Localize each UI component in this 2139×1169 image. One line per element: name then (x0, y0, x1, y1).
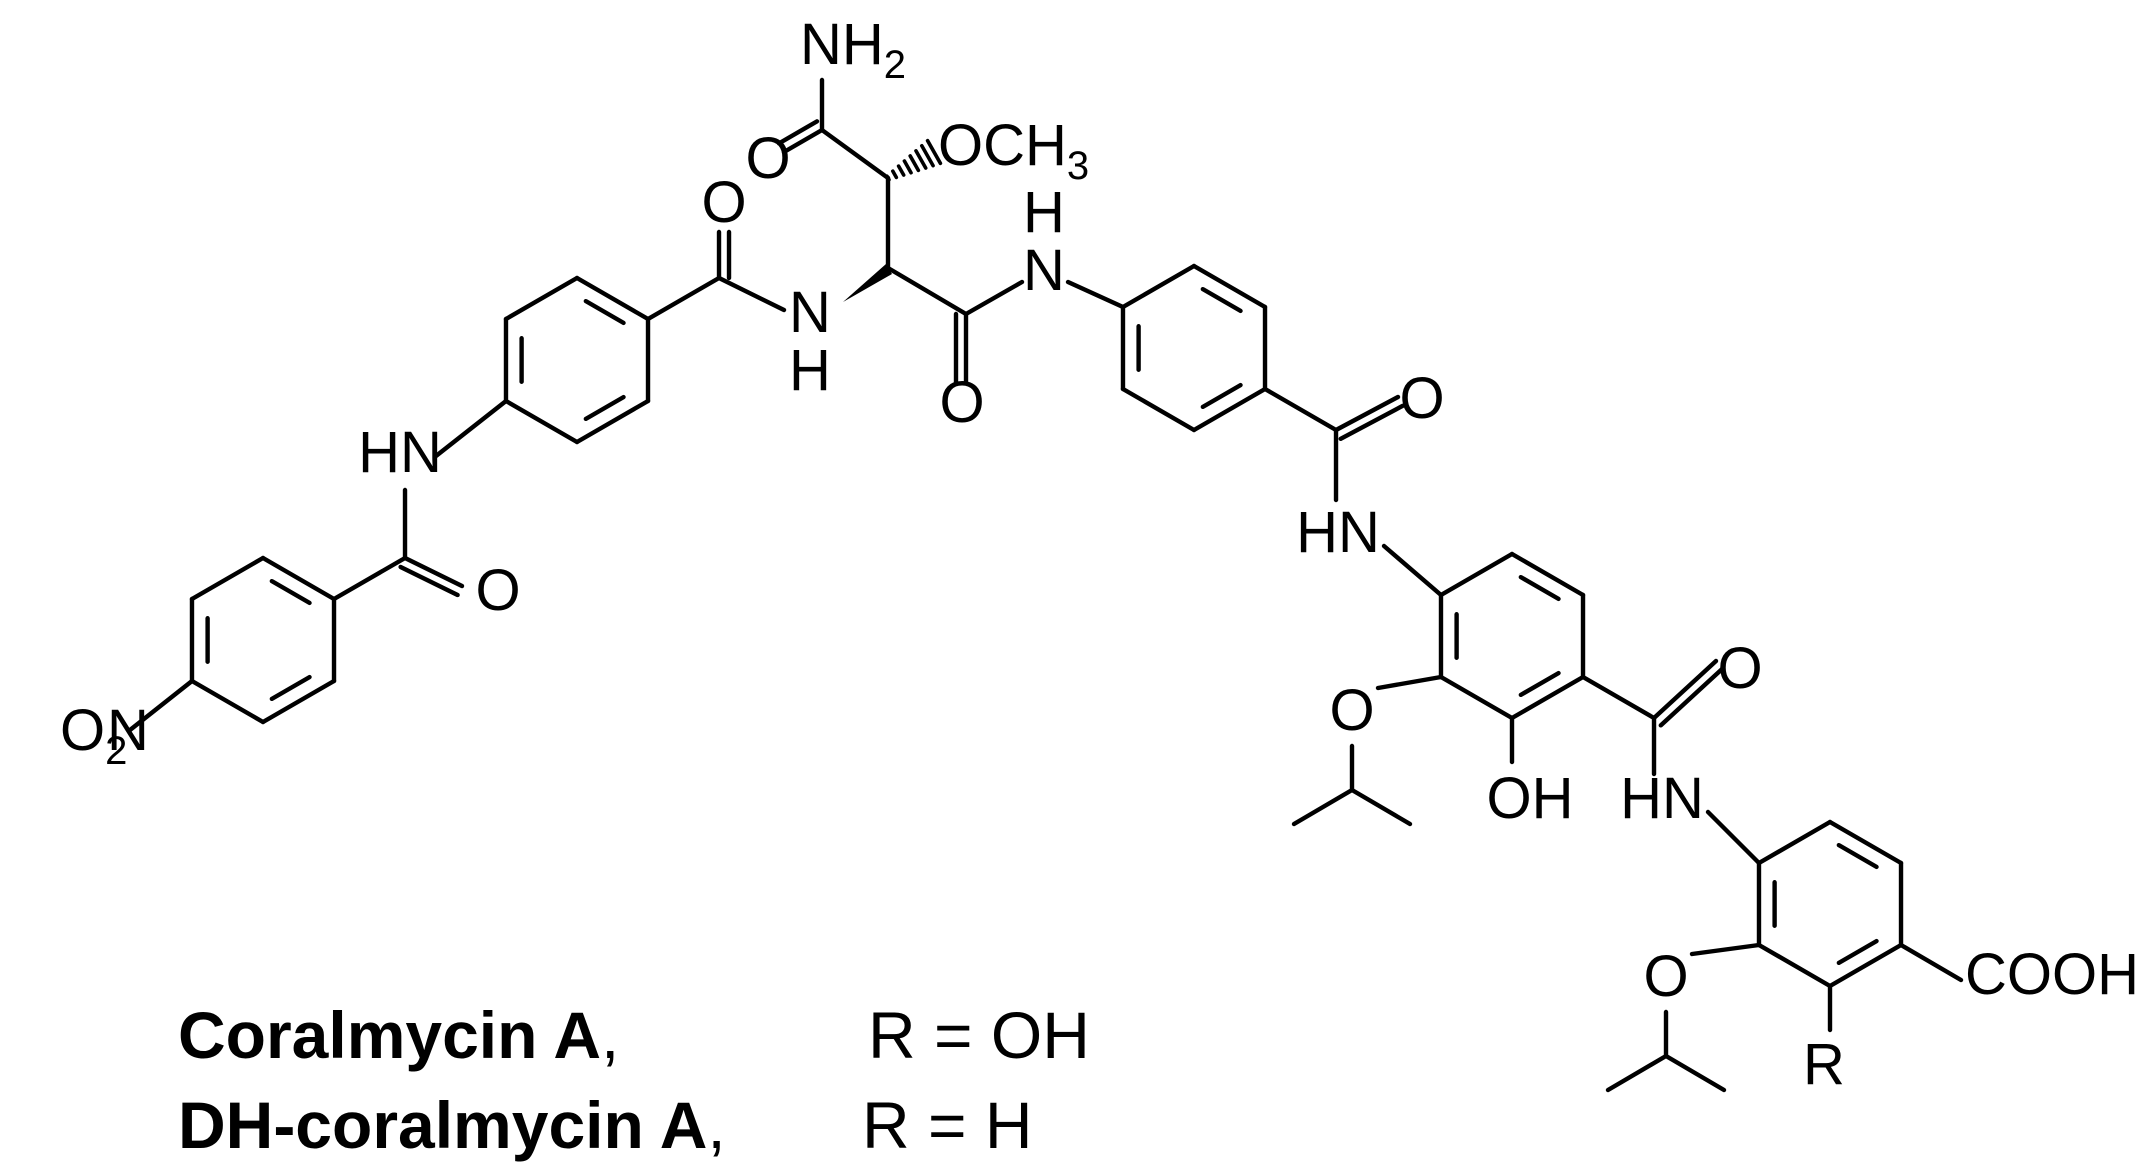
o2n-label: O2 (60, 698, 127, 773)
bond-c-o-5 (1333, 394, 1401, 433)
o-label-2: O (701, 170, 746, 235)
ring-c-inner-bond (1200, 382, 1243, 410)
bond-nh-ring-c (1065, 279, 1126, 310)
bond-c-o-1 (398, 564, 460, 598)
h-label-amide-4: H (1023, 180, 1065, 245)
ring-e-inner-bond (1836, 842, 1879, 870)
bond-ipr-me1 (1291, 787, 1355, 827)
ring-a-bond (260, 678, 337, 725)
ring-b-bond (503, 275, 580, 322)
hn-label-1: HN (358, 420, 442, 485)
o-label-4: O (939, 370, 984, 435)
bond-c-o-3 (781, 127, 825, 155)
ring-c-inner-bond (1200, 286, 1243, 314)
ring-c-bond (1120, 263, 1197, 310)
bond-nh-ring-b (433, 398, 509, 459)
ring-b-inner-bond (583, 298, 626, 326)
ring-d-inner-bond (1518, 574, 1561, 602)
wedge-bond-alpha (843, 264, 892, 302)
bond-ring-d-carbonyl (1580, 674, 1657, 721)
o-label-5: O (1399, 366, 1444, 431)
och3-label: OCH3 (938, 113, 1089, 188)
bond-c-o-3 (776, 119, 820, 146)
o-label-ipr-1: O (1329, 678, 1374, 743)
bond-c-n-4 (963, 279, 1025, 317)
o-label-ipr-2: O (1643, 944, 1688, 1009)
bond-ipr-me2 (1349, 787, 1413, 827)
ring-b-bond (503, 398, 580, 445)
r-label: R (1803, 1032, 1845, 1097)
bond-ring-e-o (1689, 942, 1762, 957)
ring-e-inner-bond (1836, 938, 1879, 966)
caption-rgroup-1: R = OH (868, 998, 1090, 1072)
ring-b-bond (574, 275, 651, 322)
bond-ipr2-me2 (1663, 1053, 1727, 1093)
ring-a-bond (189, 555, 266, 602)
ring-b-inner-bond (583, 394, 626, 422)
bond-ring-d-o (1375, 674, 1444, 691)
ring-c-bond (1191, 386, 1268, 433)
bond-alpha-carbonyl (885, 265, 969, 317)
ring-d-bond (1509, 674, 1586, 721)
ring-a-inner-bond (269, 578, 312, 606)
bond-beta-carbonyl (819, 127, 891, 181)
ring-d-bond (1438, 674, 1515, 721)
cooh-label: COOH (1965, 942, 2139, 1007)
bond-ring-e-cooh (1898, 942, 1964, 983)
ring-e-bond (1827, 819, 1904, 866)
ring-e-bond (1756, 819, 1833, 866)
ring-c-bond (1191, 263, 1268, 310)
ring-d-bond (1438, 551, 1515, 598)
nitro-n-label: N (107, 698, 149, 763)
o-label-1: O (475, 558, 520, 623)
captions: Coralmycin A, R = OH DH-coralmycin A, R = H (178, 998, 1090, 1162)
o-label-6: O (1717, 636, 1762, 701)
ring-b-bond (574, 398, 651, 445)
hn-label-5: HN (1296, 500, 1380, 565)
bond-c-o-5 (1338, 403, 1405, 442)
ring-e-bond (1827, 942, 1904, 989)
ring-d-inner-bond (1518, 670, 1561, 698)
hn-label-6: HN (1620, 766, 1704, 831)
caption-rgroup-2: R = H (862, 1088, 1033, 1162)
caption-2: DH-coralmycin A, (178, 1088, 726, 1162)
ring-a-inner-bond (269, 674, 312, 702)
bond-c-o-6 (1658, 666, 1725, 728)
bond-ring-b-carbonyl (645, 275, 722, 322)
bond-ipr2-me1 (1605, 1053, 1669, 1093)
h-label-amide-2: H (789, 338, 831, 403)
bond-ring-c-carbonyl (1262, 386, 1339, 433)
bond-nh-ring-e (1705, 809, 1762, 866)
n-label-amide-2: N (789, 280, 831, 345)
ring-d-bond (1509, 551, 1586, 598)
ring-a-bond (189, 678, 266, 725)
bond-c-o-1 (402, 555, 465, 589)
bonds (127, 77, 1964, 1093)
bond-c-n-2 (716, 275, 787, 313)
ring-e-bond (1756, 942, 1833, 989)
n-label-amide-4: N (1023, 238, 1065, 303)
ring-a-bond (260, 555, 337, 602)
bond-no2 (127, 678, 195, 733)
nh2-label: NH2 (800, 12, 906, 87)
bond-c-o-6 (1651, 658, 1719, 721)
bond-ring-a-carbonyl (331, 555, 408, 602)
oh-label: OH (1487, 766, 1574, 831)
caption-1: Coralmycin A, (178, 998, 619, 1072)
o-label-3: O (745, 126, 790, 191)
hash-bond-ome (885, 138, 943, 182)
bond-nh-ring-d (1381, 543, 1444, 598)
ring-c-bond (1120, 386, 1197, 433)
